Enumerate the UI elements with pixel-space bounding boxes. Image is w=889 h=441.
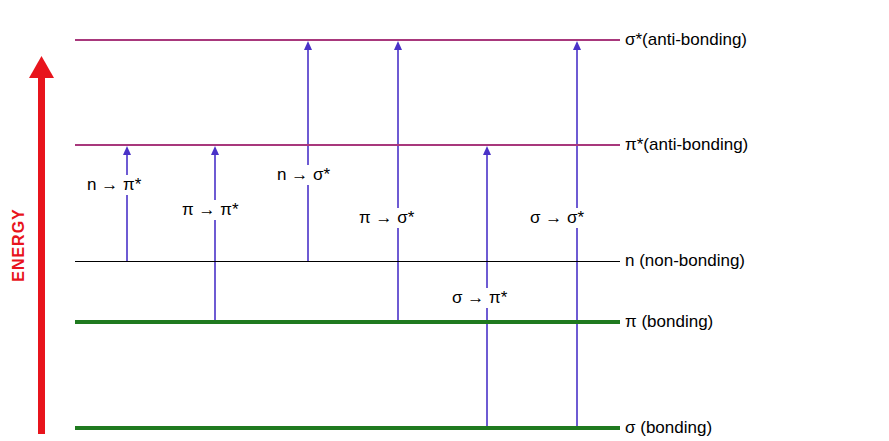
arrow-head: [394, 41, 402, 50]
transition-arrow: [397, 49, 399, 320]
transition-arrow: [214, 154, 216, 320]
transition-label: n → σ*: [275, 165, 332, 185]
energy-level: n (non-bonding): [75, 261, 620, 262]
transition-label: π → π*: [180, 200, 241, 220]
arrow-head: [123, 146, 131, 155]
transition-label: σ → σ*: [528, 208, 586, 228]
arrow-head: [573, 41, 581, 50]
level-label: π (bonding): [625, 313, 713, 332]
level-label: σ*(anti-bonding): [625, 31, 747, 50]
energy-level: σ*(anti-bonding): [75, 39, 620, 41]
transition-label: π → σ*: [357, 208, 416, 228]
transition-arrow: [126, 154, 128, 261]
transition-arrow: [576, 49, 578, 426]
energy-level: σ (bonding): [75, 426, 620, 430]
arrow-head: [304, 41, 312, 50]
level-label: π*(anti-bonding): [625, 136, 748, 155]
energy-arrow-head: [29, 56, 54, 78]
level-label: σ (bonding): [625, 419, 712, 438]
arrow-head: [483, 146, 491, 155]
arrow-head: [211, 146, 219, 155]
transition-arrow: [307, 49, 309, 261]
level-label: n (non-bonding): [625, 252, 745, 271]
axis-label: ENERGY: [10, 208, 28, 282]
transition-label: n → π*: [85, 175, 143, 195]
energy-level: π*(anti-bonding): [75, 144, 620, 146]
energy-level: π (bonding): [75, 320, 620, 324]
transition-label: σ → π*: [450, 288, 509, 308]
energy-arrow-shaft: [38, 74, 45, 434]
